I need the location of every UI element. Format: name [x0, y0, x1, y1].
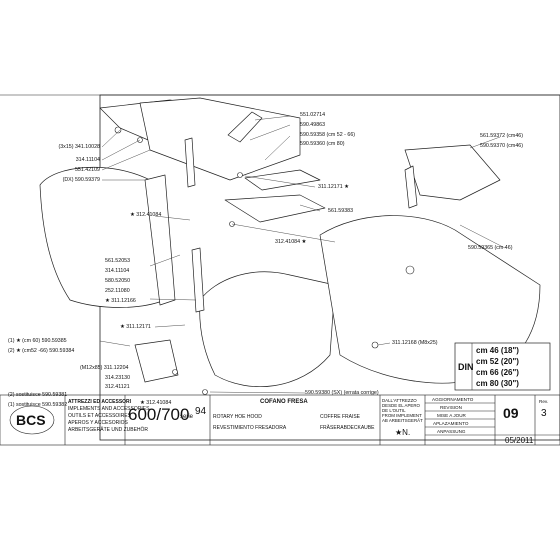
part-label: 561.59383	[328, 208, 354, 214]
accessories-line: OUTILS ET ACCESSOIRES	[68, 413, 131, 419]
accessories-line: IMPLEMENTS AND ACCESSORIES	[68, 406, 150, 412]
part-label: 312.41121	[105, 384, 130, 390]
title-block	[0, 394, 560, 446]
bracket-left	[184, 137, 196, 188]
center-hood	[199, 271, 336, 387]
serie-label: serie	[180, 414, 194, 420]
update-label: REVISION	[440, 405, 462, 410]
bolt	[237, 172, 243, 178]
from-implement-line: FROM IMPLEMENT	[382, 413, 422, 418]
din-box	[454, 342, 551, 391]
bolt	[172, 369, 178, 375]
bracket-vertical	[191, 247, 205, 313]
part-label: 314.23130	[105, 375, 131, 381]
bcs-logo-text: BCS	[16, 412, 46, 428]
middle-plate	[224, 194, 326, 223]
part-label: 312.41084 ★	[275, 239, 307, 245]
from-implement-line: DESDE EL APERO	[382, 403, 420, 408]
bolt	[202, 389, 208, 395]
part-label: 314.11104	[75, 157, 100, 163]
note-label: (2) sostituisce 590.59381	[8, 392, 68, 398]
din-label: DIN	[458, 362, 474, 372]
part-label: 561.59372 (cm46)	[480, 133, 523, 139]
accessories-line: ATTREZZI ED ACCESSORI	[68, 399, 132, 405]
title-en: ROTARY HOE HOOD	[213, 414, 262, 420]
update-label: MISE A JOUR	[437, 413, 466, 418]
part-label: 590.59370 (cm46)	[480, 143, 523, 149]
part-label: 590.59365 (cm 46)	[468, 245, 513, 251]
part-label: ★ 311.12171	[120, 324, 151, 330]
bracket-right	[404, 165, 418, 209]
din-size: cm 66 (26")	[476, 368, 519, 377]
bolt	[114, 126, 122, 134]
update-label: APLAZAMIENTO	[433, 421, 469, 426]
middle-flap	[244, 169, 321, 191]
din-size: cm 80 (30")	[476, 379, 519, 388]
lower-bracket	[134, 339, 179, 383]
part-label: 580.52050	[105, 278, 131, 284]
part-label: 551.02714	[300, 112, 326, 118]
serie-number: 94	[195, 406, 207, 417]
part-label: 590.59358 (cm 52 - 66)	[300, 132, 356, 138]
update-label: AGGIORNAMENTO	[432, 397, 474, 402]
title-es: REVESTIMIENTO FRESADORA	[213, 425, 287, 431]
part-label: (DX) 590.59379	[62, 177, 100, 183]
part-label: 590.49863	[300, 122, 326, 128]
part-label: 311.12171 ★	[318, 184, 349, 190]
part-label: 590.59360 (cm 80)	[300, 141, 345, 147]
part-label: 551.42109	[74, 167, 100, 173]
part-label: ★ 311.12166	[105, 298, 136, 304]
left-hood	[39, 166, 166, 308]
from-implement-line: DE L'OUTIL	[382, 408, 406, 413]
bcs-logo	[9, 405, 55, 435]
side-plate-left	[144, 174, 176, 306]
revision-label: Rev.	[539, 399, 549, 404]
part-label: 314.11104	[105, 268, 130, 274]
part-label: 590.59380 (SX) (errata corrige)	[305, 390, 379, 396]
title-it: COFANO FRESA	[260, 399, 308, 405]
part-label: 252.11080	[105, 288, 130, 294]
bracket-part	[405, 265, 415, 275]
part-label: 311.12168 (M8x25)	[392, 340, 438, 346]
part-label: ★ 312.41084	[130, 212, 162, 218]
from-implement-line: AB ARBEITSGERÄT	[382, 418, 423, 423]
part-label: ★ 312.41084	[140, 400, 172, 406]
accessories-line: APEROS Y ACCESORIOS	[68, 420, 128, 426]
part-label: (3x15) 341.10028	[58, 144, 100, 150]
part-label: 561.52053	[105, 258, 131, 264]
bolt	[371, 341, 379, 349]
part-label: (M12x85) 311.12204	[80, 365, 129, 371]
title-fr: COFFRE FRAISE	[320, 414, 361, 420]
accessories-line: ARBEITSGERÄTE UND ZUBEHÖR	[68, 427, 149, 433]
revision-number: 3	[541, 408, 547, 419]
part-label: (2) ★ (cm52 -66) 590.59384	[8, 348, 75, 354]
top-hood-plate	[139, 97, 301, 181]
din-size: cm 52 (20")	[476, 357, 519, 366]
right-top-plate	[404, 144, 501, 201]
date: 05/2011	[505, 436, 534, 445]
title-de: FRÄSERABDECKAUBE	[320, 425, 375, 431]
star-number: ★N.	[395, 428, 411, 437]
note-label: (1) sostituisce 590.59382	[8, 402, 68, 408]
from-implement-line: DALL'ATTREZZO	[382, 398, 417, 403]
part-label: (1) ★ (cm 60) 590.59385	[8, 338, 67, 344]
table-number: 09	[503, 405, 519, 421]
din-size: cm 46 (18")	[476, 346, 519, 355]
model-number: 600/700	[128, 405, 190, 424]
handle	[227, 111, 263, 143]
update-label: ANPASSUNG	[437, 429, 466, 434]
